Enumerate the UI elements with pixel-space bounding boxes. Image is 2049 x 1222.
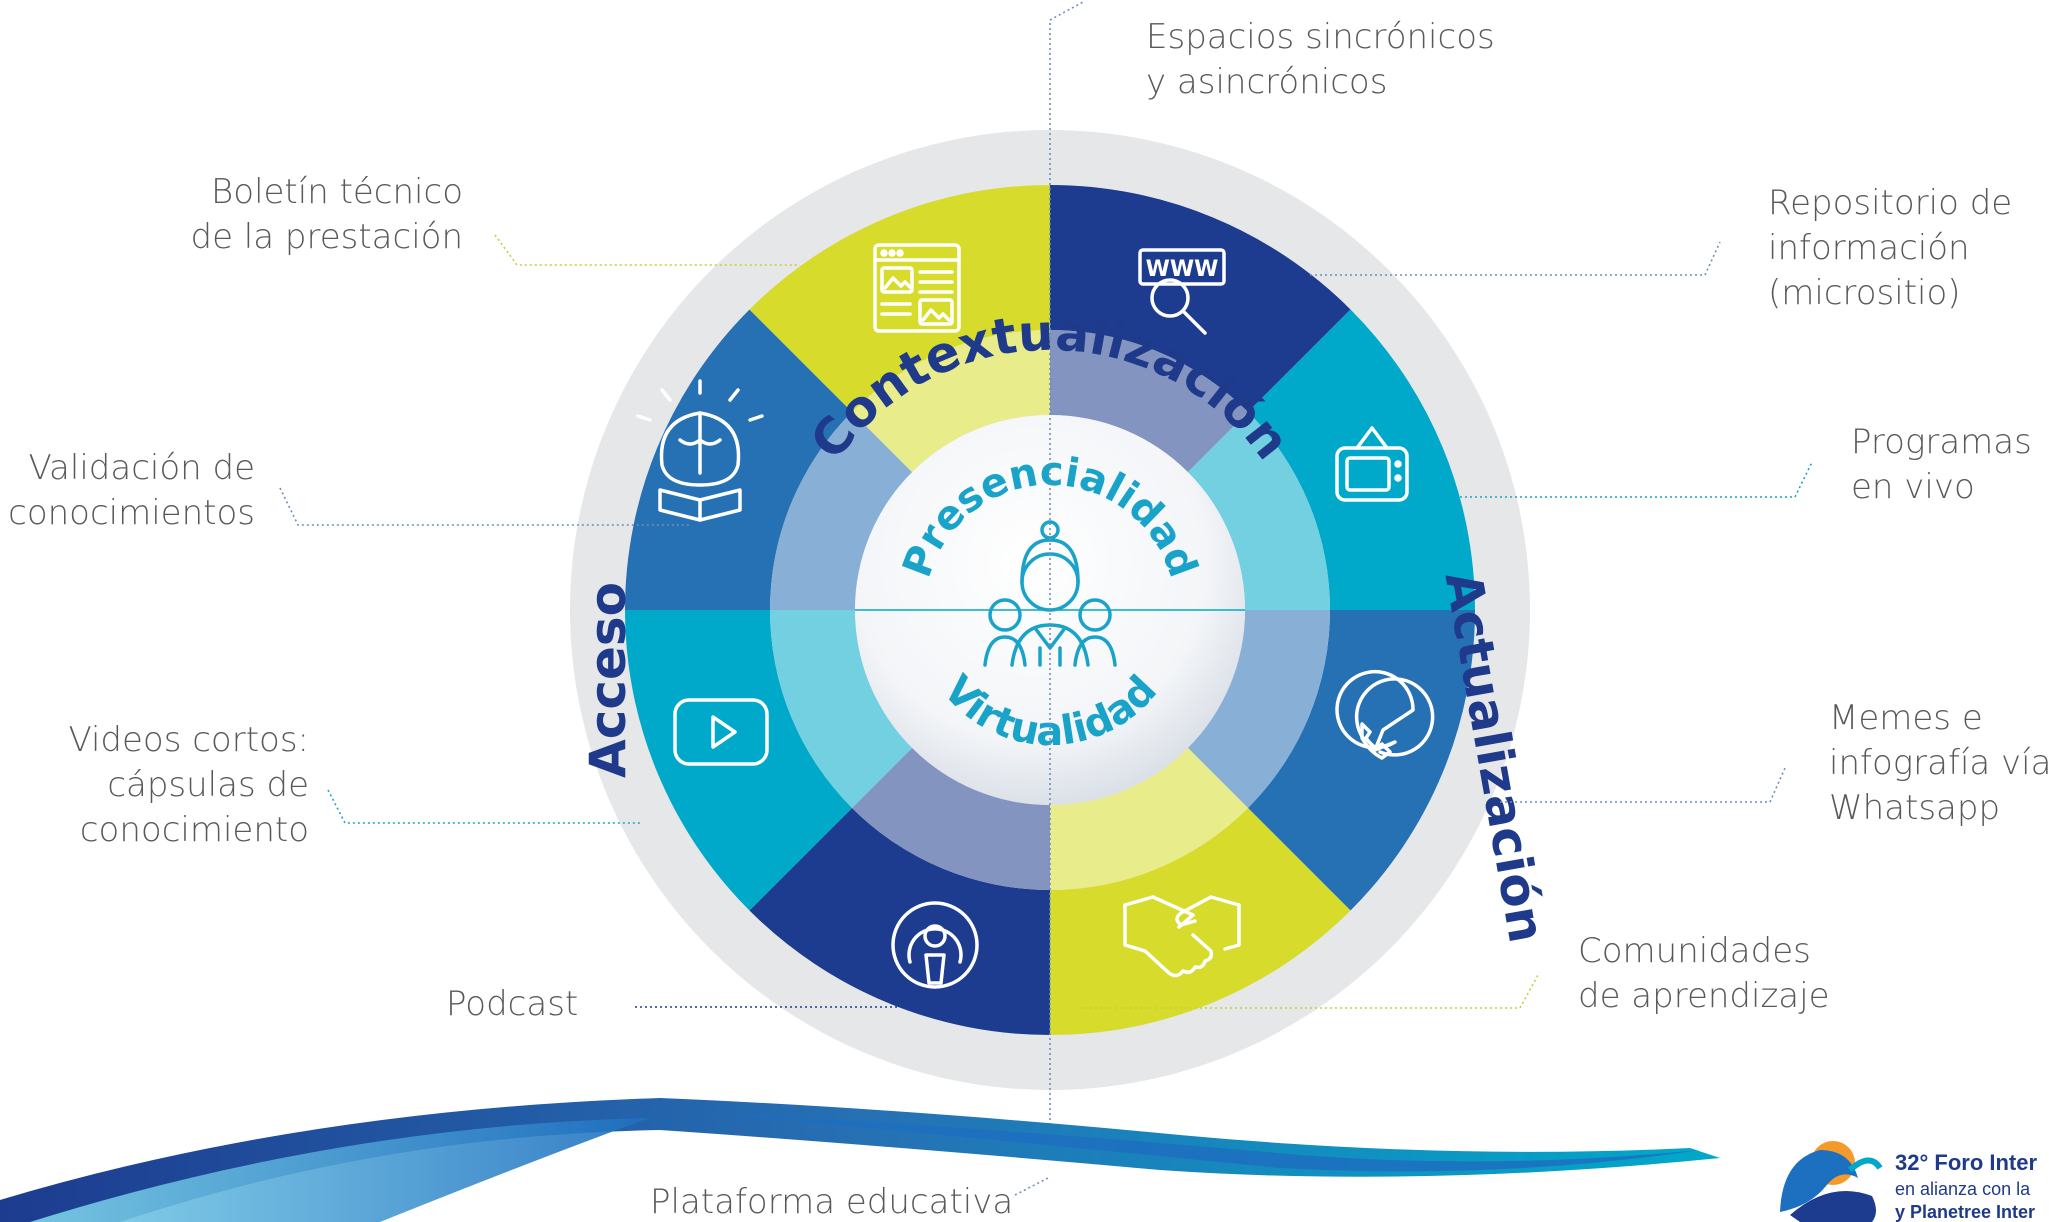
leader-repositorio (1310, 241, 1721, 276)
logo-title: 32° Foro Inter (1895, 1150, 2037, 1175)
callout-memes-line-3: Whatsapp (1829, 788, 2001, 828)
callout-validacion-line-1: Validación de (28, 448, 255, 488)
segment-videos (625, 610, 853, 911)
callout-plataforma-line-1: Plataforma educativa (650, 1182, 1014, 1222)
callout-boletin-line-2: de la prestación (190, 217, 464, 257)
callout-videos-line-1: Videos cortos: (68, 720, 309, 760)
event-logo: 32° Foro Inter en alianza con la y Plane… (1780, 1141, 2037, 1222)
callout-programas: Programas en vivo (1851, 420, 2032, 510)
callout-memes-line-1: Memes e (1829, 698, 1983, 738)
callout-validacion: Validación de conocimientos (8, 446, 255, 536)
whatsapp-icon (1335, 669, 1435, 760)
decorative-wave (0, 1098, 1720, 1222)
callout-podcast: Podcast (446, 982, 578, 1027)
callout-videos: Videos cortos: cápsulas de conocimiento (68, 718, 309, 853)
callout-comunidades-line-2: de aprendizaje (1578, 976, 1830, 1016)
leader-plataforma (1014, 1177, 1049, 1196)
callout-videos-line-3: conocimiento (79, 810, 309, 850)
ring-label-left: Acceso (579, 582, 637, 778)
logo-line3: y Planetree Inter (1895, 1202, 2035, 1222)
inner-band-comunidades (1050, 747, 1248, 890)
callout-espacios-line-1: Espacios sincrónicos (1146, 17, 1495, 57)
play-video-icon (673, 698, 769, 766)
inner-band-boletin (852, 330, 1050, 473)
leader-memes (1500, 767, 1786, 803)
callout-comunidades-line-1: Comunidades (1578, 931, 1811, 971)
leader-comunidades (1080, 974, 1539, 1009)
segment-repositorio (1050, 185, 1351, 413)
callout-espacios: Espacios sincrónicos y asincrónicos (1146, 15, 1495, 105)
segment-comunidades (1050, 807, 1351, 1035)
inner-band-videos (770, 610, 913, 808)
tv-icon (1335, 426, 1409, 502)
leader-boletin (494, 234, 800, 266)
inner-band-podcast (852, 747, 1050, 890)
segment-boletin (749, 185, 1050, 413)
callout-programas-line-2: en vivo (1851, 467, 1975, 507)
leader-programas (1460, 461, 1813, 498)
callout-comunidades: Comunidades de aprendizaje (1578, 929, 1830, 1019)
callout-validacion-line-2: conocimientos (8, 493, 255, 533)
leader-videos (327, 789, 640, 824)
callout-espacios-line-2: y asincrónicos (1146, 62, 1388, 102)
inner-band-memes (1187, 610, 1330, 808)
callout-programas-line-1: Programas (1851, 422, 2032, 462)
callout-podcast-line-1: Podcast (446, 984, 579, 1024)
svg-text:WWW: WWW (1146, 257, 1219, 282)
inner-segments (770, 330, 1330, 890)
podcast-icon (891, 901, 979, 989)
brain-book-icon (636, 379, 764, 522)
callout-repositorio-line-1: Repositorio de (1768, 183, 2013, 223)
callout-memes: Memes e infografía vía Whatsapp (1829, 696, 2049, 831)
handshake-icon (1123, 895, 1241, 978)
leader-espacios (1049, 1, 1084, 1160)
inner-band-programas (1187, 412, 1330, 610)
callout-repositorio-line-3: (micrositio) (1768, 273, 1961, 313)
callout-repositorio-line-2: información (1768, 228, 1970, 268)
callout-boletin-line-1: Boletín técnico (211, 172, 463, 212)
logo-line2: en alianza con la (1895, 1179, 2031, 1199)
callout-memes-line-2: infografía vía (1829, 743, 2049, 783)
callout-plataforma: Plataforma educativa (650, 1180, 1013, 1222)
callout-repositorio: Repositorio de información (micrositio) (1768, 181, 2012, 316)
inner-band-validacion (770, 412, 913, 610)
callout-boletin: Boletín técnico de la prestación (191, 170, 464, 260)
leader-validacion (279, 487, 690, 526)
newsletter-icon (873, 243, 961, 333)
inner-band-repositorio (1050, 330, 1248, 473)
www-search-icon: WWW (1138, 248, 1226, 335)
callout-videos-line-2: cápsulas de (107, 765, 309, 805)
